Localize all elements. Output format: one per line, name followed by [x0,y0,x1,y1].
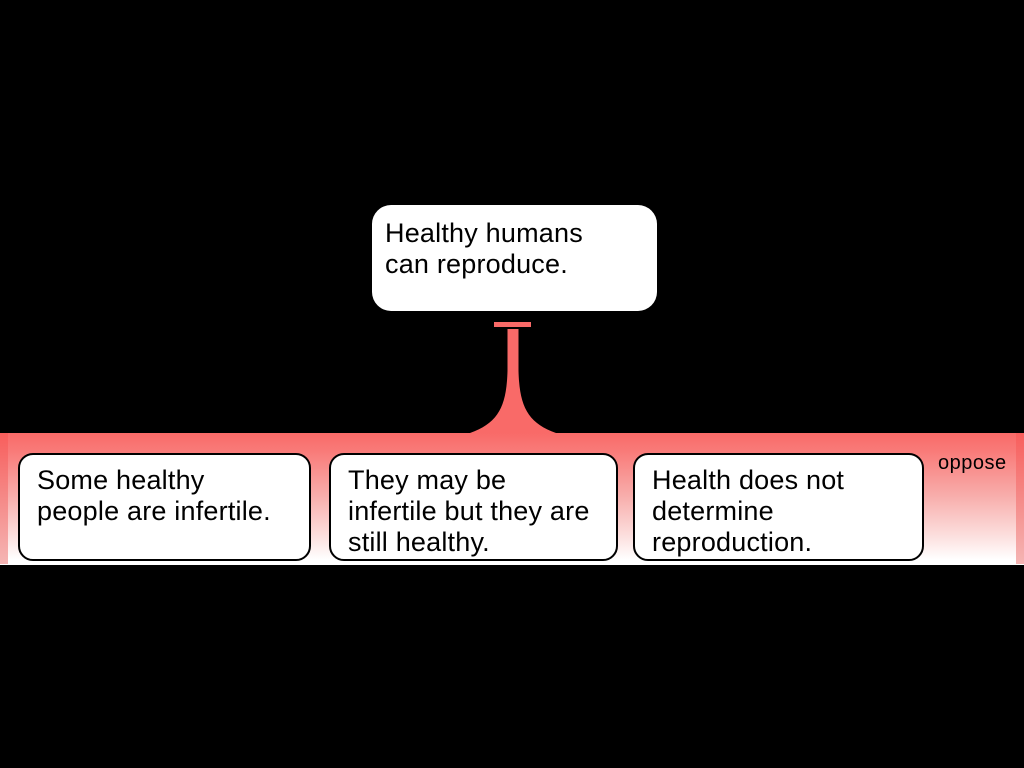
objection-text: Health does not determine reproduction. [652,465,845,557]
oppose-funnel-connector[interactable] [460,329,570,435]
connector-anchor-bar[interactable] [494,322,531,327]
oppose-band-right-edge [1016,433,1024,564]
objection-box[interactable]: Health does not determine reproduction. [633,453,924,561]
objection-text: They may be infertile but they are still… [348,465,590,557]
objection-box[interactable]: They may be infertile but they are still… [329,453,618,561]
objection-text: Some healthy people are infertile. [37,465,271,526]
claim-box[interactable]: Healthy humans can reproduce. [372,205,657,311]
oppose-band-left-edge [0,433,8,564]
objection-box[interactable]: Some healthy people are infertile. [18,453,311,561]
funnel-shape-path [470,329,556,435]
claim-text: Healthy humans can reproduce. [385,218,583,279]
oppose-relation-label[interactable]: oppose [938,452,1007,474]
